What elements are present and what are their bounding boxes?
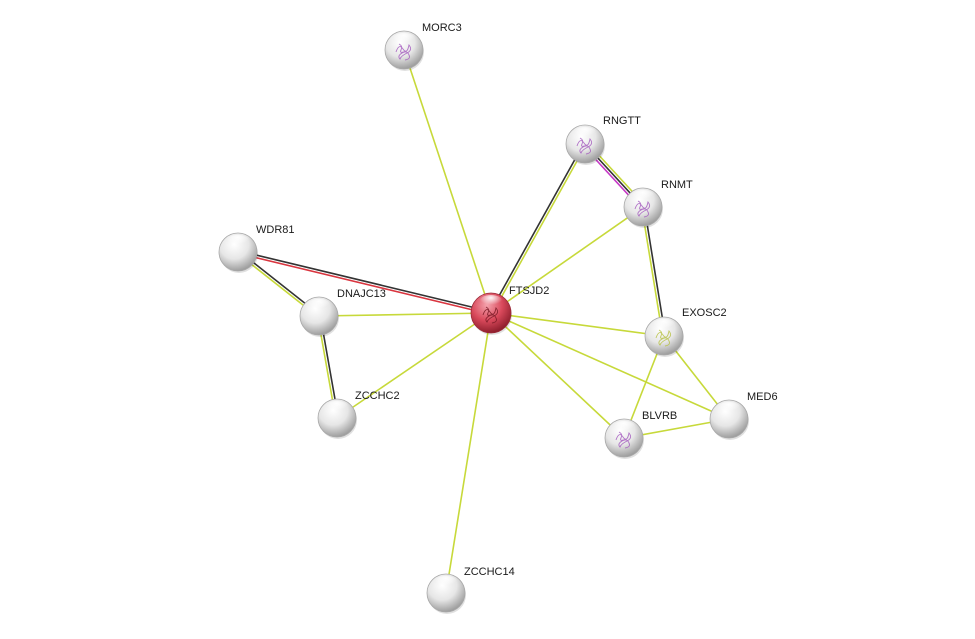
node-label: MED6 xyxy=(747,391,778,403)
node-zcchc2[interactable]: ZCCHC2 xyxy=(317,390,400,439)
edge-line-coexpression xyxy=(489,142,585,313)
edge-line-coexpression xyxy=(643,206,667,336)
edge-ftsjd2-zcchc14[interactable] xyxy=(445,312,492,594)
edge-rnmt-exosc2[interactable] xyxy=(640,206,667,337)
node-highlight xyxy=(479,295,503,309)
edge-line-experiments xyxy=(237,252,491,316)
edge-ftsjd2-morc3[interactable] xyxy=(403,49,492,314)
node-label: RNGTT xyxy=(603,115,641,127)
edge-ftsjd2-rngtt[interactable] xyxy=(489,142,587,315)
node-blvrb[interactable]: BLVRB xyxy=(604,410,677,459)
node-zcchc14[interactable]: ZCCHC14 xyxy=(426,566,515,614)
edge-line-textmining xyxy=(490,206,644,314)
node-highlight xyxy=(392,32,416,47)
edge-line-textmining xyxy=(490,312,665,337)
node-exosc2[interactable]: EXOSC2 xyxy=(644,307,727,357)
edge-line-textmining xyxy=(336,312,492,419)
edge-line-textmining xyxy=(445,312,492,594)
node-label: FTSJD2 xyxy=(509,285,549,297)
node-label: ZCCHC2 xyxy=(355,390,400,402)
node-highlight xyxy=(612,420,636,435)
node-rnmt[interactable]: RNMT xyxy=(623,179,693,228)
edge-line-textmining xyxy=(490,312,730,420)
node-label: BLVRB xyxy=(642,410,677,422)
node-highlight xyxy=(325,400,349,415)
edge-ftsjd2-med6[interactable] xyxy=(490,312,730,420)
node-highlight xyxy=(434,575,458,590)
node-med6[interactable]: MED6 xyxy=(709,391,778,440)
edge-ftsjd2-zcchc2[interactable] xyxy=(336,312,492,419)
node-wdr81[interactable]: WDR81 xyxy=(218,224,295,273)
node-morc3[interactable]: MORC3 xyxy=(384,22,462,71)
edge-line-textmining xyxy=(490,312,625,439)
node-ftsjd2[interactable]: FTSJD2 xyxy=(470,285,549,335)
edge-line-textmining xyxy=(640,207,664,337)
node-label: MORC3 xyxy=(422,22,462,34)
edge-line-textmining xyxy=(318,312,492,317)
node-label: RNMT xyxy=(661,179,693,191)
node-label: ZCCHC14 xyxy=(464,566,515,578)
edge-ftsjd2-wdr81[interactable] xyxy=(237,249,492,316)
node-rngtt[interactable]: RNGTT xyxy=(565,115,641,165)
edge-ftsjd2-exosc2[interactable] xyxy=(490,312,665,337)
edge-line-textmining xyxy=(403,49,492,314)
edge-ftsjd2-rnmt[interactable] xyxy=(490,206,644,314)
node-label: DNAJC13 xyxy=(337,288,386,300)
node-label: WDR81 xyxy=(256,224,295,236)
edge-ftsjd2-dnajc13[interactable] xyxy=(318,312,492,317)
edge-ftsjd2-blvrb[interactable] xyxy=(490,312,625,439)
edge-line-textmining xyxy=(491,144,587,315)
node-highlight xyxy=(226,234,250,249)
node-label: EXOSC2 xyxy=(682,307,727,319)
node-highlight xyxy=(307,298,331,313)
node-highlight xyxy=(652,318,676,333)
node-highlight xyxy=(573,126,597,141)
node-highlight xyxy=(631,189,655,204)
node-dnajc13[interactable]: DNAJC13 xyxy=(299,288,386,337)
edge-line-coexpression xyxy=(238,249,492,313)
node-highlight xyxy=(717,401,741,416)
